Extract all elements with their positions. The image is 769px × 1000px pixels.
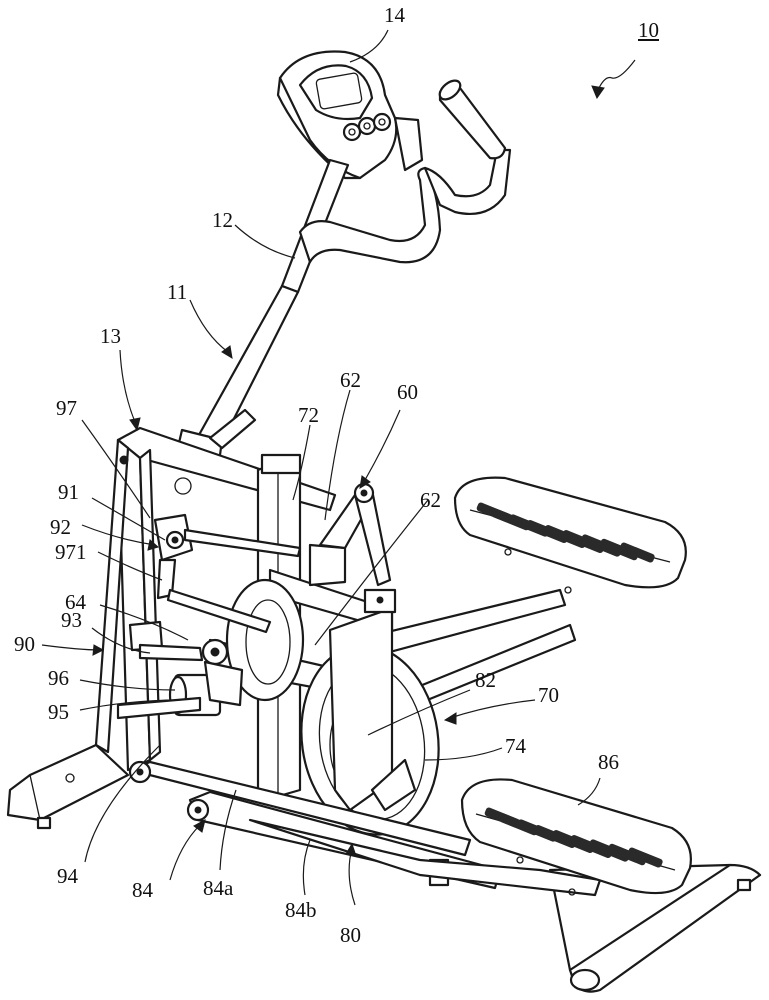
ref-label-12: 12 [212, 210, 233, 231]
ref-label-971: 971 [55, 542, 87, 563]
upper-pedal [455, 478, 686, 593]
ref-label-80: 80 [340, 925, 361, 946]
ref-label-62-upper: 62 [340, 370, 361, 391]
ref-label-94: 94 [57, 866, 78, 887]
ref-label-72: 72 [298, 405, 319, 426]
leader-84 [170, 825, 200, 880]
ref-label-90: 90 [14, 634, 35, 655]
ref-label-84b: 84b [285, 900, 317, 921]
ref-label-97: 97 [56, 398, 77, 419]
ref-label-96: 96 [48, 668, 69, 689]
ref-label-13: 13 [100, 326, 121, 347]
leader-10 [598, 60, 635, 90]
arrow-10 [592, 86, 604, 98]
ref-label-93: 93 [61, 610, 82, 631]
ref-label-91: 91 [58, 482, 79, 503]
console-display [278, 52, 422, 178]
leader-60 [365, 410, 400, 480]
ref-label-70: 70 [538, 685, 559, 706]
leader-12 [235, 225, 295, 258]
leader-11 [190, 300, 228, 352]
ref-label-74: 74 [505, 736, 526, 757]
ref-label-82: 82 [475, 670, 496, 691]
ref-label-60: 60 [397, 382, 418, 403]
leader-84b [303, 840, 310, 895]
leader-90 [42, 645, 100, 650]
ref-label-84: 84 [132, 880, 153, 901]
ref-label-14: 14 [384, 5, 405, 26]
ref-label-86: 86 [598, 752, 619, 773]
ref-label-92: 92 [50, 517, 71, 538]
ref-label-62-lower: 62 [420, 490, 441, 511]
ref-label-10: 10 [638, 20, 659, 41]
ref-label-95: 95 [48, 702, 69, 723]
ref-label-84a: 84a [203, 878, 233, 899]
ref-label-11: 11 [167, 282, 187, 303]
leader-70 [450, 700, 535, 718]
leader-13 [120, 350, 135, 422]
